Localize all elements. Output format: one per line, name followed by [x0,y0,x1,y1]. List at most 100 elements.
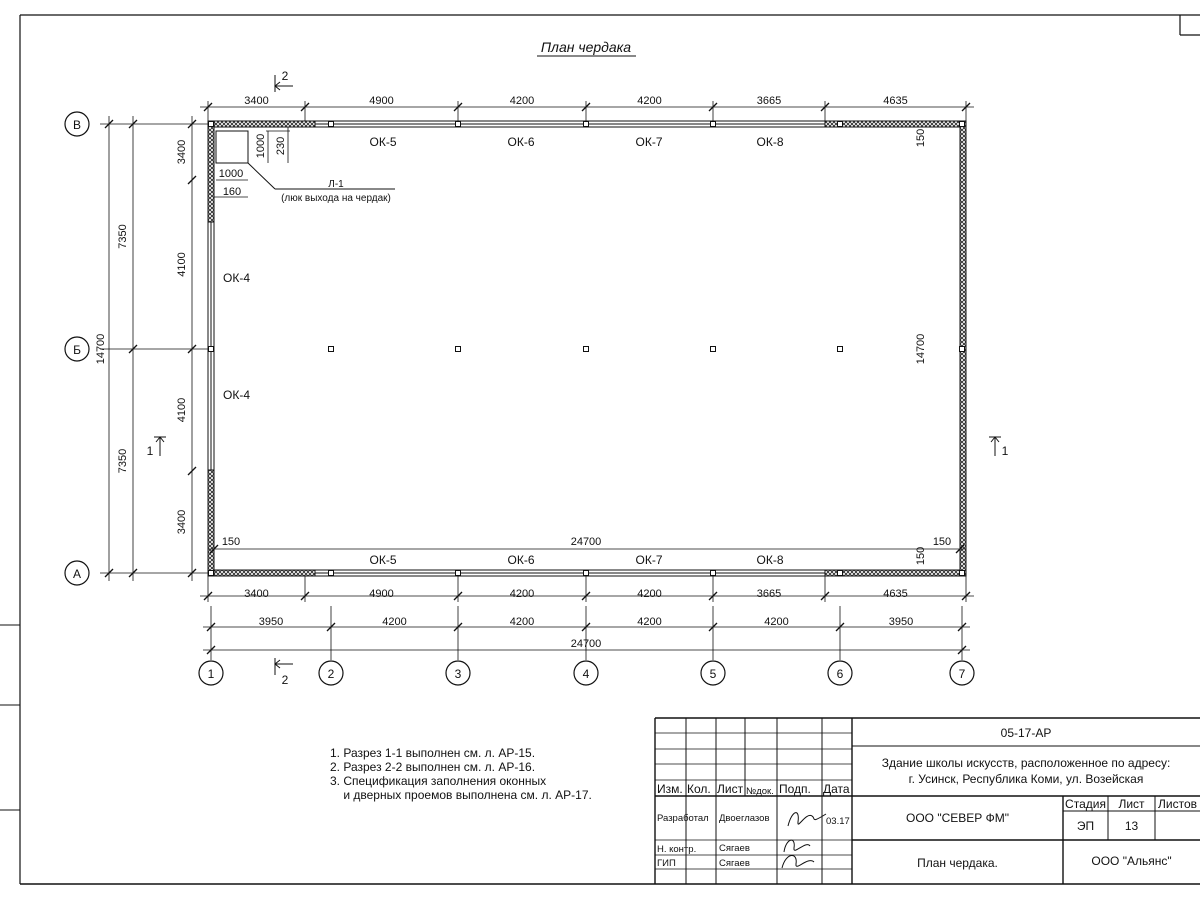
dim-bottom-b-1: 3950 [259,616,283,628]
axis-label-row-2: Б [73,343,81,357]
column-marker-3-3 [455,570,461,576]
window-labels: ОК-5 ОК-6 ОК-7 ОК-8 ОК-5 ОК-6 ОК-7 ОК-8 … [223,135,784,567]
axis-bubble-1 [198,660,224,686]
tb-name-razrab: Двоеглазов [719,813,770,824]
column-marker-2-3 [455,346,461,352]
axis-bubble-6 [827,660,853,686]
window-label-bottom-1: ОК-5 [370,553,397,567]
window-label-bottom-3: ОК-7 [636,553,663,567]
window-label-left-lower: ОК-4 [223,388,250,402]
column-marker-3-7 [959,570,965,576]
tb-stage-value: ЭП [1076,819,1095,833]
tb-sheet-name: План чердака. [917,856,998,870]
window-label-left-upper: ОК-4 [223,271,250,285]
tb-name-gip: Сягаев [719,858,750,869]
axis-label-row-3: А [73,567,81,581]
tb-org-author: ООО "СЕВЕР ФМ" [906,811,1009,825]
column-marker-2-4 [583,346,589,352]
dim-left-total: 14700 [95,334,107,365]
column-marker-1-1 [208,121,214,127]
signature-razrab [787,812,827,827]
dim-150-bottom-left: 150 [222,536,240,548]
hatch-dim-1000-v: 1000 [255,134,267,158]
dim-top-6: 4635 [883,95,907,107]
column-marker-2-7 [959,346,965,352]
column-marker-1-6 [837,121,843,127]
column-marker-3-6 [837,570,843,576]
column-marker-3-5 [710,570,716,576]
hatch-note: (люк выхода на чердак) [281,193,391,204]
dim-bottom-a-6: 4635 [883,588,907,600]
tb-name-nkontr: Сягаев [719,843,750,854]
dim-left-inner-3: 4100 [176,398,188,422]
dim-top-2: 4900 [369,95,393,107]
tb-stage-label: Стадия [1065,797,1106,811]
column-marker-3-1 [208,570,214,576]
axis-bubble-7 [949,660,975,686]
note-1: 1. Разрез 1-1 выполнен см. л. АР-15. [330,746,536,760]
axis-bubble-row-3 [64,560,90,586]
dim-bottom-a-4: 4200 [637,588,661,600]
window-label-top-4: ОК-8 [757,135,784,149]
tb-sheet-label: Лист [1118,797,1145,811]
dim-total-width: 24700 [571,638,602,650]
tb-col-podp: Подп. [779,782,811,796]
tb-code: 05-17-АР [1000,726,1052,740]
dim-left-mid-2: 7350 [117,449,129,473]
hatch-labels: Л-1 (люк выхода на чердак) 1000 160 1000… [214,127,391,204]
dim-150-top-right: 150 [915,129,927,147]
hatch-dim-160: 160 [223,186,241,198]
column-marker-3-2 [328,570,334,576]
window-label-top-1: ОК-5 [370,135,397,149]
dim-top-5: 3665 [757,95,781,107]
dim-left-mid-1: 7350 [117,224,129,248]
roof-hatch [215,130,395,190]
window-label-top-3: ОК-7 [636,135,663,149]
dimension-lines [100,101,974,660]
dim-bottom-b-3: 4200 [510,616,534,628]
axis-label-col-1: 1 [208,667,215,681]
dim-bottom-a-1: 3400 [244,588,268,600]
section-label-2-top: 2 [282,69,289,83]
dim-left-inner-2: 4100 [176,252,188,276]
column-marker-2-5 [710,346,716,352]
window-label-bottom-2: ОК-6 [508,553,535,567]
axis-label-col-3: 3 [455,667,462,681]
dim-bottom-b-2: 4200 [382,616,406,628]
section-label-1-right: 1 [1002,444,1009,458]
dim-left-inner-4: 3400 [176,510,188,534]
tb-col-kol: Кол. [687,782,711,796]
dim-bottom-a-3: 4200 [510,588,534,600]
signature-nkontr [783,839,811,853]
tb-col-ndok: №док. [746,786,774,797]
tb-date-razrab: 03.17 [826,816,850,827]
window-label-bottom-4: ОК-8 [757,553,784,567]
note-4: и дверных проемов выполнена см. л. АР-17… [330,788,592,802]
tb-project-line2: г. Усинск, Республика Коми, ул. Возейска… [908,772,1144,786]
axis-bubble-2 [318,660,344,686]
columns [208,121,965,576]
tb-col-data: Дата [823,782,850,796]
dim-bottom-a-5: 3665 [757,588,781,600]
column-marker-1-4 [583,121,589,127]
dim-right-total: 14700 [915,334,927,365]
axis-label-col-6: 6 [837,667,844,681]
hatch-mark: Л-1 [328,179,344,190]
axis-bubble-3 [445,660,471,686]
tb-project-line1: Здание школы искусств, расположенное по … [881,756,1171,770]
hatch-dim-230: 230 [275,137,287,155]
signature-marks [781,812,827,869]
column-marker-1-5 [710,121,716,127]
column-marker-1-2 [328,121,334,127]
axis-bubble-5 [700,660,726,686]
tb-org-customer: ООО "Альянс" [1091,854,1172,868]
axis-label-col-2: 2 [328,667,335,681]
section-label-1-left: 1 [147,444,154,458]
column-marker-1-3 [455,121,461,127]
column-marker-2-2 [328,346,334,352]
axis-label-row-1: В [73,118,81,132]
dim-bottom-b-4: 4200 [637,616,661,628]
